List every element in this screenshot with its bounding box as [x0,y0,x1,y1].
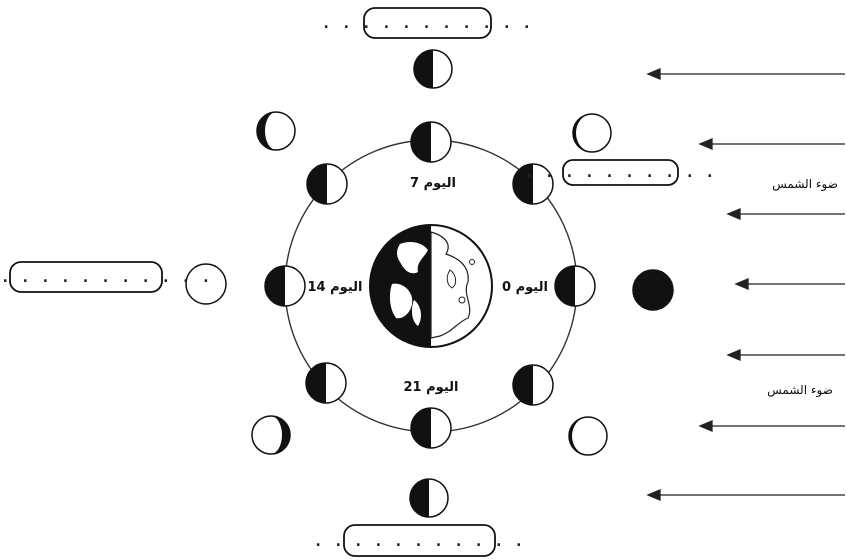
sunlight-arrow [648,69,845,79]
svg-text:. . . . . . . . . .: . . . . . . . . . . [525,163,716,181]
sunlight-arrow [700,421,845,431]
svg-text:. . . . . . . . . . .: . . . . . . . . . . . [314,532,525,550]
sunlight-arrow [728,209,845,219]
orbit-moon-phase-17 [306,363,346,403]
appearance-moon-first-quarter-top [414,50,452,88]
earth [370,225,492,347]
orbit-moon-phase-21 [411,408,451,448]
appearance-moon-gibbous-bottom-left [252,416,290,454]
orbit-moon-phase-24 [513,365,553,405]
sunlight-label: ضوء الشمس [767,383,833,398]
answer-box-top[interactable]: . . . . . . . . . . . [322,8,533,38]
sunlight-arrow [648,490,845,500]
svg-text:. . . . . . . . . . . . .: . . . . . . . . . . . . . [0,268,211,286]
sunlight-arrow [736,279,845,289]
label-day-21: اليوم 21 [404,380,459,395]
orbit-moon-phase-10 [307,164,347,204]
appearance-moon-quarter-bottom [410,479,448,517]
sunlight-arrow [728,350,845,360]
sunlight-arrow [700,139,845,149]
answer-box-bottom[interactable]: . . . . . . . . . . . [314,525,525,556]
orbit-moon-phase-7 [411,122,451,162]
svg-text:. . . . . . . . . . .: . . . . . . . . . . . [322,14,533,32]
sunlight-label: ضوء الشمس [772,177,838,192]
label-day-0: اليوم 0 [502,280,548,295]
sunlight-arrows [648,69,845,500]
appearance-moon-crescent-bottom-right [569,417,607,455]
appearance-moon-gibbous-top-left [257,112,295,150]
appearance-moon-crescent-top-right [573,114,611,152]
orbit-moon-phase-0 [555,266,595,306]
label-day-14: اليوم 14 [308,280,363,295]
label-day-7: اليوم 7 [410,176,456,191]
appearance-moon-new [633,270,673,310]
orbit-moon-phase-14 [265,266,305,306]
answer-box-left[interactable]: . . . . . . . . . . . . . [0,262,211,292]
